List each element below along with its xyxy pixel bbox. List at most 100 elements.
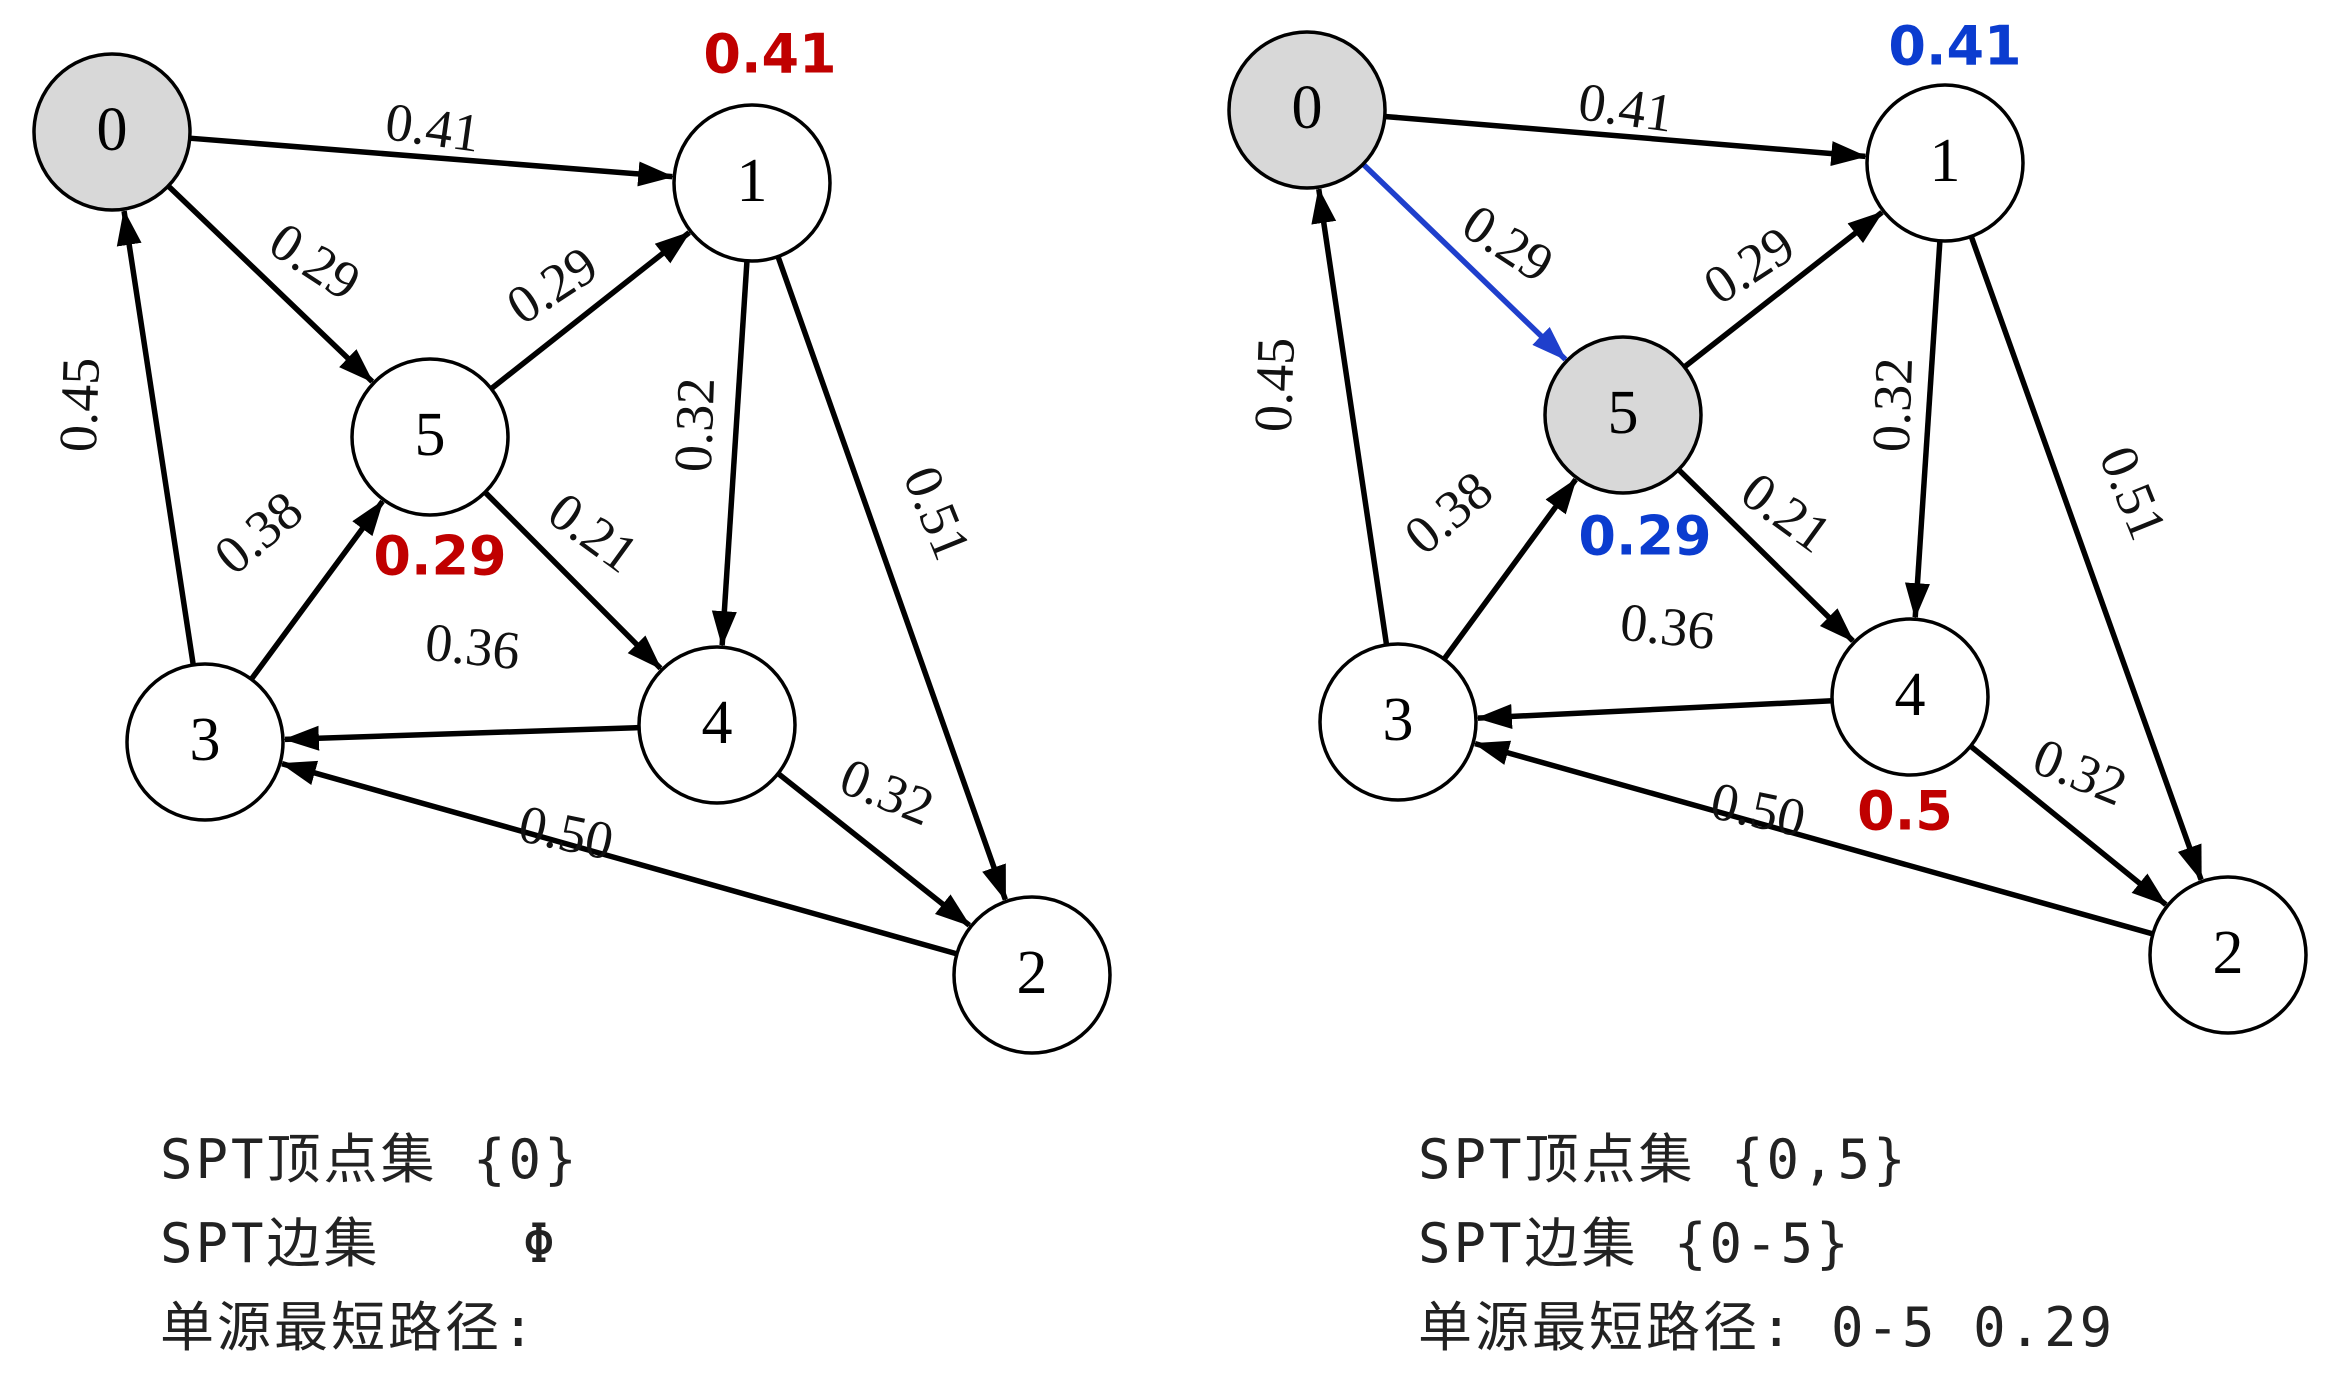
edge-5-1 [489, 230, 691, 391]
node-2: 2 [952, 895, 1112, 1055]
node-label-5: 5 [1608, 379, 1639, 447]
edge-weight-0-5: 0.29 [259, 210, 371, 312]
node-4: 4 [637, 645, 797, 805]
node-5: 5 [350, 357, 510, 517]
single-source-shortest-paths: 单源最短路径: 0-5 0.29 [1418, 1296, 2115, 1359]
distance-label-node-1: 0.41 [1888, 15, 2021, 78]
edge-weight-0-1: 0.41 [1575, 71, 1677, 144]
node-label-4: 4 [702, 689, 733, 757]
node-label-0: 0 [97, 96, 128, 164]
edge-4-2 [776, 771, 972, 928]
node-circle-3 [1318, 642, 1478, 802]
node-circle-4 [1830, 617, 1990, 777]
edge-weight-0-5: 0.29 [1452, 192, 1564, 294]
node-3: 3 [125, 662, 285, 822]
distance-labels: 0.410.29 [373, 23, 836, 588]
spt-info: SPT顶点集 {0,5} SPT边集 {0-5} 单源最短路径: 0-5 0.29 [1418, 1128, 2115, 1359]
edge-weight-2-3: 0.50 [1706, 770, 1811, 848]
node-1: 1 [672, 103, 832, 263]
edge-1-4 [711, 260, 750, 647]
edge-weight-5-1: 0.29 [496, 234, 608, 336]
edge-weight-4-3: 0.36 [1617, 592, 1717, 662]
node-circle-5 [350, 357, 510, 517]
node-circle-0 [1227, 30, 1387, 190]
node-label-1: 1 [1930, 127, 1961, 195]
node-label-2: 2 [1017, 939, 1048, 1007]
node-label-0: 0 [1292, 74, 1323, 142]
node-0: 0 [1227, 30, 1387, 190]
edge-5-4 [483, 490, 663, 671]
edge-1-4 [1904, 240, 1943, 619]
single-source-shortest-paths: 单源最短路径: [160, 1296, 538, 1359]
spt-vertex-set: SPT顶点集 {0,5} [1418, 1128, 1909, 1191]
node-label-1: 1 [737, 147, 768, 215]
node-circle-1 [672, 103, 832, 263]
node-0: 0 [32, 52, 192, 212]
edge-weight-5-4: 0.21 [1730, 460, 1842, 564]
edge-weight-3-5: 0.38 [1393, 459, 1504, 566]
edge-weight-1-2: 0.51 [2088, 438, 2179, 548]
edge-2-3 [280, 760, 958, 957]
edge-3-5 [249, 499, 385, 681]
edge-0-1 [189, 135, 675, 187]
node-circle-4 [637, 645, 797, 805]
edge-weight-4-2: 0.32 [832, 746, 942, 837]
node-label-3: 3 [1383, 686, 1414, 754]
node-circle-1 [1865, 83, 2025, 243]
edge-0-1 [1384, 113, 1868, 167]
edge-3-0 [1311, 187, 1390, 646]
distance-label-node-5: 0.29 [1578, 505, 1711, 568]
edge-weight-3-5: 0.38 [203, 479, 314, 586]
distance-labels: 0.410.290.5 [1578, 15, 2021, 843]
edge-4-3 [283, 724, 640, 751]
edge-5-4 [1676, 467, 1855, 643]
node-label-4: 4 [1895, 661, 1926, 729]
edge-5-1 [1682, 210, 1884, 370]
node-circle-0 [32, 52, 192, 212]
node-circle-5 [1543, 335, 1703, 495]
edge-4-3 [1476, 698, 1833, 729]
edge-weight-1-4: 0.32 [1861, 357, 1924, 454]
edge-0-5 [166, 184, 375, 384]
edge-weight-2-3: 0.50 [514, 793, 619, 871]
edge-3-0 [116, 209, 196, 666]
nodes: 0 1 2 3 4 5 [1227, 30, 2308, 1035]
edge-weight-3-0: 0.45 [48, 357, 111, 454]
edge-weight-1-4: 0.32 [663, 377, 726, 474]
edge-weight-5-4: 0.21 [537, 480, 649, 584]
node-circle-3 [125, 662, 285, 822]
node-1: 1 [1865, 83, 2025, 243]
edge-1-2 [1968, 235, 2204, 882]
distance-label-node-4: 0.5 [1857, 780, 1953, 843]
distance-label-node-5: 0.29 [373, 525, 506, 588]
node-5: 5 [1543, 335, 1703, 495]
edge-weight-3-0: 0.45 [1243, 337, 1306, 434]
edge-0-5 [1361, 162, 1568, 362]
spt-edge-set: SPT边集 Φ [160, 1212, 558, 1275]
edge-weight-4-3: 0.36 [422, 612, 522, 682]
node-circle-2 [952, 895, 1112, 1055]
node-circle-2 [2148, 875, 2308, 1035]
node-2: 2 [2148, 875, 2308, 1035]
edge-4-2 [1968, 744, 2168, 907]
spt-vertex-set: SPT顶点集 {0} [160, 1128, 580, 1191]
node-3: 3 [1318, 642, 1478, 802]
edge-weight-5-1: 0.29 [1693, 214, 1805, 316]
edge-1-2 [775, 255, 1008, 902]
node-4: 4 [1830, 617, 1990, 777]
nodes: 0 1 2 3 4 5 [32, 52, 1112, 1055]
spt-info: SPT顶点集 {0} SPT边集 Φ 单源最短路径: [160, 1128, 580, 1359]
node-label-2: 2 [2213, 919, 2244, 987]
node-label-3: 3 [190, 706, 221, 774]
distance-label-node-1: 0.41 [703, 23, 836, 86]
edge-3-5 [1441, 477, 1578, 661]
edge-2-3 [1473, 740, 2154, 937]
node-label-5: 5 [415, 401, 446, 469]
spt-edge-set: SPT边集 {0-5} [1418, 1212, 1852, 1275]
edge-weight-0-1: 0.41 [382, 91, 484, 164]
